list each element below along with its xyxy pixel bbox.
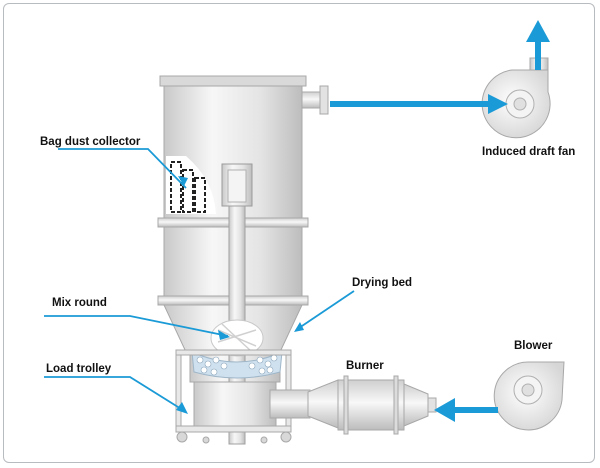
label-burner: Burner [346, 360, 384, 372]
arrowhead [218, 330, 230, 340]
arrowhead [178, 176, 188, 186]
drying-bed-granules [191, 319, 283, 379]
label-induced-draft-fan: Induced draft fan [482, 146, 575, 158]
leader-lines [44, 148, 355, 413]
flow-arrows [330, 20, 550, 422]
label-drying-bed: Drying bed [352, 277, 412, 289]
arrowhead [176, 402, 188, 414]
label-bag-dust-collector: Bag dust collector [40, 136, 141, 148]
arrowhead [294, 322, 304, 332]
bag-filter-bags [166, 156, 216, 214]
label-mix-round: Mix round [52, 297, 107, 309]
label-load-trolley: Load trolley [46, 363, 112, 375]
induced-draft-fan [481, 57, 551, 139]
label-blower: Blower [514, 340, 553, 352]
burner-assembly [269, 375, 437, 435]
blower [493, 361, 565, 431]
